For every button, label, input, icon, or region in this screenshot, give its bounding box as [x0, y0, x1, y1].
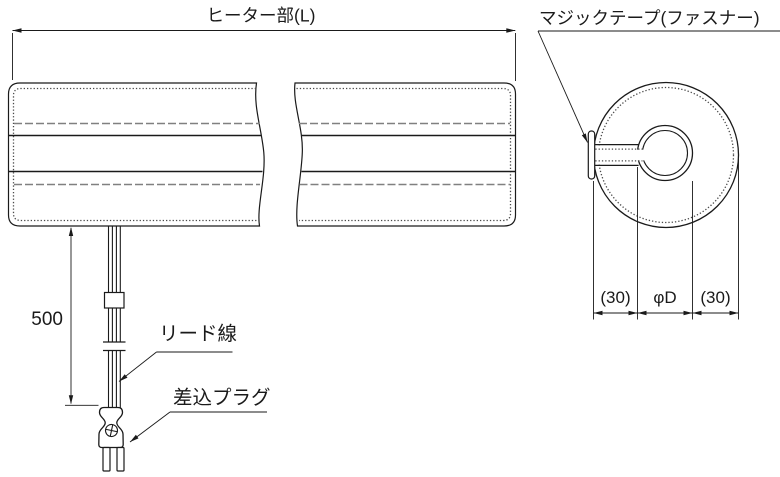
leader-line: [537, 30, 588, 143]
arrowhead: [683, 310, 693, 316]
arrowhead: [130, 434, 139, 442]
heater-left-lining: [12, 87, 259, 222]
arrowhead: [119, 374, 128, 382]
plug-prong: [102, 446, 111, 472]
lead-wire-label: リード線: [159, 323, 237, 345]
arrowhead: [581, 133, 588, 143]
arrowhead: [692, 310, 702, 316]
lead-wire-leader: [118, 351, 233, 382]
heater-body: [7, 82, 517, 227]
heater-right-outline: [294, 82, 517, 227]
lead-wire: [103, 226, 126, 408]
heater-cross-section: [587, 81, 740, 229]
plug: [98, 406, 125, 472]
side-view: ヒーター部(L) 500: [7, 6, 517, 472]
plug-label: 差込プラグ: [173, 387, 271, 409]
plug-leader: [129, 411, 267, 443]
heater-left-outline: [7, 82, 265, 227]
arrowhead: [593, 310, 603, 316]
arrowhead: [506, 28, 516, 33]
hole-inner-circle: [641, 129, 689, 177]
heater-length-dimension: [12, 28, 516, 81]
dim-diameter: φD: [653, 288, 676, 307]
velcro-tab: [587, 130, 596, 180]
heater-section-label: ヒーター部(L): [207, 6, 316, 26]
arrowhead: [628, 310, 638, 316]
plug-prong: [116, 446, 125, 472]
cord-sleeve: [103, 291, 125, 309]
dim-left-side: (30): [600, 288, 630, 307]
cross-section-dimensions: [593, 159, 739, 320]
arrowhead: [729, 310, 739, 316]
arrowhead: [637, 310, 647, 316]
lead-length-dimension: [65, 227, 99, 406]
plug-screw: [104, 423, 119, 438]
arrowhead: [68, 227, 74, 236]
lead-length-value: 500: [31, 309, 63, 330]
cross-section-view: マジックテープ(ファスナー) (30) φD (30): [537, 8, 780, 320]
arrowhead: [68, 395, 74, 405]
velcro-leader: [537, 30, 780, 143]
dim-right-side: (30): [700, 288, 730, 307]
heater-right-lining: [296, 87, 512, 222]
arrowhead: [12, 28, 22, 33]
velcro-label: マジックテープ(ファスナー): [539, 8, 760, 28]
